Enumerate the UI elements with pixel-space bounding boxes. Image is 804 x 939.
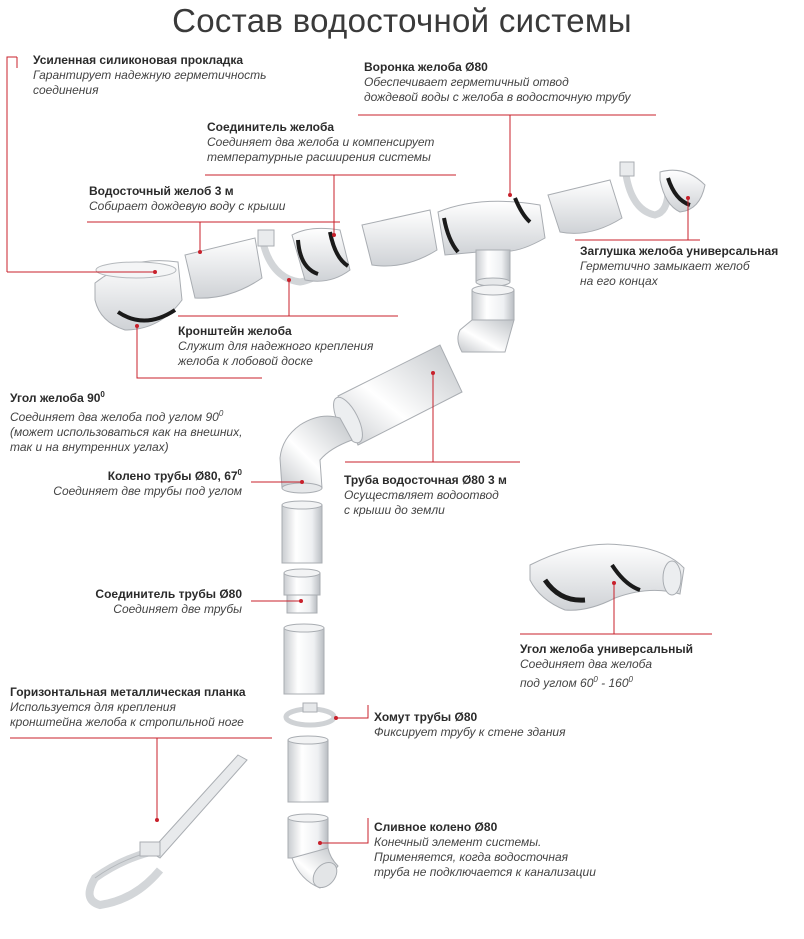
- label-gutter-desc: Собирает дождевую воду с крыши: [89, 199, 286, 213]
- label-funnel: Воронка желоба Ø80 Обеспечивает герметич…: [364, 60, 630, 105]
- pipe-connector: [283, 568, 321, 614]
- label-funnel-desc: Обеспечивает герметичный отвод дождевой …: [364, 75, 631, 104]
- label-bracket: Кронштейн желоба Служит для надежного кр…: [178, 324, 373, 369]
- label-gutter-connector-name: Соединитель желоба: [207, 120, 335, 134]
- corner-90-desc-line: (может использоваться как на внешних,: [10, 425, 243, 439]
- label-metal-strip: Горизонтальная металлическая планка Испо…: [10, 685, 246, 730]
- corner-90-desc-line: так и на внутренних углах): [10, 440, 169, 454]
- gutter-section-right: [547, 179, 623, 234]
- label-elbow-desc: Соединяет две трубы под углом: [53, 484, 242, 498]
- pipe-segment-3: [287, 735, 329, 803]
- label-pipe-connector: Соединитель трубы Ø80 Соединяет две труб…: [10, 587, 242, 617]
- label-corner-universal: Угол желоба универсальный Соединяет два …: [520, 642, 693, 691]
- label-gasket-name: Усиленная силиконовая прокладка: [33, 53, 244, 67]
- leader-drain: [320, 818, 369, 844]
- label-drain-elbow: Сливное колено Ø80 Конечный элемент сист…: [374, 820, 596, 880]
- gutter-bracket-right: [619, 161, 672, 219]
- label-gutter-connector-desc: Соединяет два желоба и компенсирует темп…: [207, 135, 435, 164]
- gutter-funnel: [437, 197, 546, 287]
- gutter-corner-90: [94, 260, 183, 331]
- leader-dots: [135, 193, 690, 845]
- label-clamp-desc: Фиксирует трубу к стене здания: [374, 725, 566, 739]
- label-elbow-name: Колено трубы Ø80, 670: [107, 468, 242, 483]
- label-corner-universal-name: Угол желоба универсальный: [520, 642, 693, 656]
- label-end-cap-desc: Герметично замыкает желоб на его концах: [580, 259, 750, 288]
- label-corner-90-name: Угол желоба 900: [10, 390, 105, 405]
- label-end-cap-name: Заглушка желоба универсальная: [580, 244, 779, 258]
- label-clamp-name: Хомут трубы Ø80: [374, 710, 478, 724]
- label-elbow: Колено трубы Ø80, 670 Соединяет две труб…: [10, 465, 242, 499]
- corner-90-desc-line: Соединяет два желоба под углом 90: [10, 410, 219, 424]
- pipe-diagonal: [333, 344, 463, 446]
- pipe-segment-2: [283, 623, 325, 695]
- label-corner-90: Угол желоба 900 Соединяет два желоба под…: [10, 387, 242, 455]
- metal-strip: [85, 754, 248, 910]
- label-funnel-name: Воронка желоба Ø80: [364, 60, 488, 74]
- leader-clamp: [336, 705, 369, 719]
- label-drain-elbow-name: Сливное колено Ø80: [374, 820, 498, 834]
- leader-corner90: [136, 326, 262, 379]
- pipe-elbow-67: [279, 415, 353, 494]
- leader-lines: [6, 56, 712, 844]
- gutter-connector-1: [291, 227, 351, 282]
- pipe-drain-elbow: [287, 813, 339, 889]
- label-pipe-name: Труба водосточная Ø80 3 м: [344, 473, 507, 487]
- page-title: Состав водосточной системы: [172, 2, 632, 39]
- label-gutter-connector: Соединитель желоба Соединяет два желоба …: [207, 120, 434, 165]
- label-metal-strip-desc: Используется для крепления кронштейна же…: [10, 700, 244, 729]
- pipe-elbow-upper: [457, 284, 515, 353]
- label-drain-elbow-desc: Конечный элемент системы. Применяется, к…: [374, 835, 596, 879]
- label-gasket-desc: Гарантирует надежную герметичность соеди…: [33, 68, 267, 97]
- gutter-section-left: [184, 237, 263, 299]
- pipe-segment-1: [281, 500, 323, 564]
- label-gutter-name: Водосточный желоб 3 м: [89, 184, 234, 198]
- label-gutter: Водосточный желоб 3 м Собирает дождевую …: [89, 184, 285, 214]
- pipe-clamp: [283, 702, 337, 728]
- leader-pipe: [345, 373, 520, 463]
- label-end-cap: Заглушка желоба универсальная Герметично…: [580, 244, 778, 289]
- gutter-section-mid: [361, 209, 438, 267]
- label-corner-universal-desc: Соединяет два желоба под углом 600 - 160…: [520, 657, 653, 690]
- universal-corner: [529, 543, 685, 611]
- label-metal-strip-name: Горизонтальная металлическая планка: [10, 685, 246, 699]
- corner-90-desc-sup: 0: [218, 409, 224, 418]
- label-pipe-connector-desc: Соединяет две трубы: [113, 602, 242, 616]
- label-gasket: Усиленная силиконовая прокладка Гарантир…: [33, 53, 266, 98]
- corner-90-desc-text: Соединяет два желоба под углом 900 (может…: [10, 409, 243, 454]
- leader-gasket: [6, 56, 17, 272]
- label-clamp: Хомут трубы Ø80 Фиксирует трубу к стене …: [374, 710, 566, 740]
- label-bracket-name: Кронштейн желоба: [178, 324, 292, 338]
- label-bracket-desc: Служит для надежного крепления желоба к …: [178, 339, 374, 368]
- leader-corner-univ: [520, 583, 712, 635]
- label-pipe-connector-name: Соединитель трубы Ø80: [95, 587, 242, 601]
- label-pipe: Труба водосточная Ø80 3 м Осуществляет в…: [344, 473, 507, 518]
- label-pipe-desc: Осуществляет водоотвод с крыши до земли: [344, 488, 499, 517]
- label-corner-90-desc: Соединяет два желоба под углом 900 (может…: [10, 406, 242, 455]
